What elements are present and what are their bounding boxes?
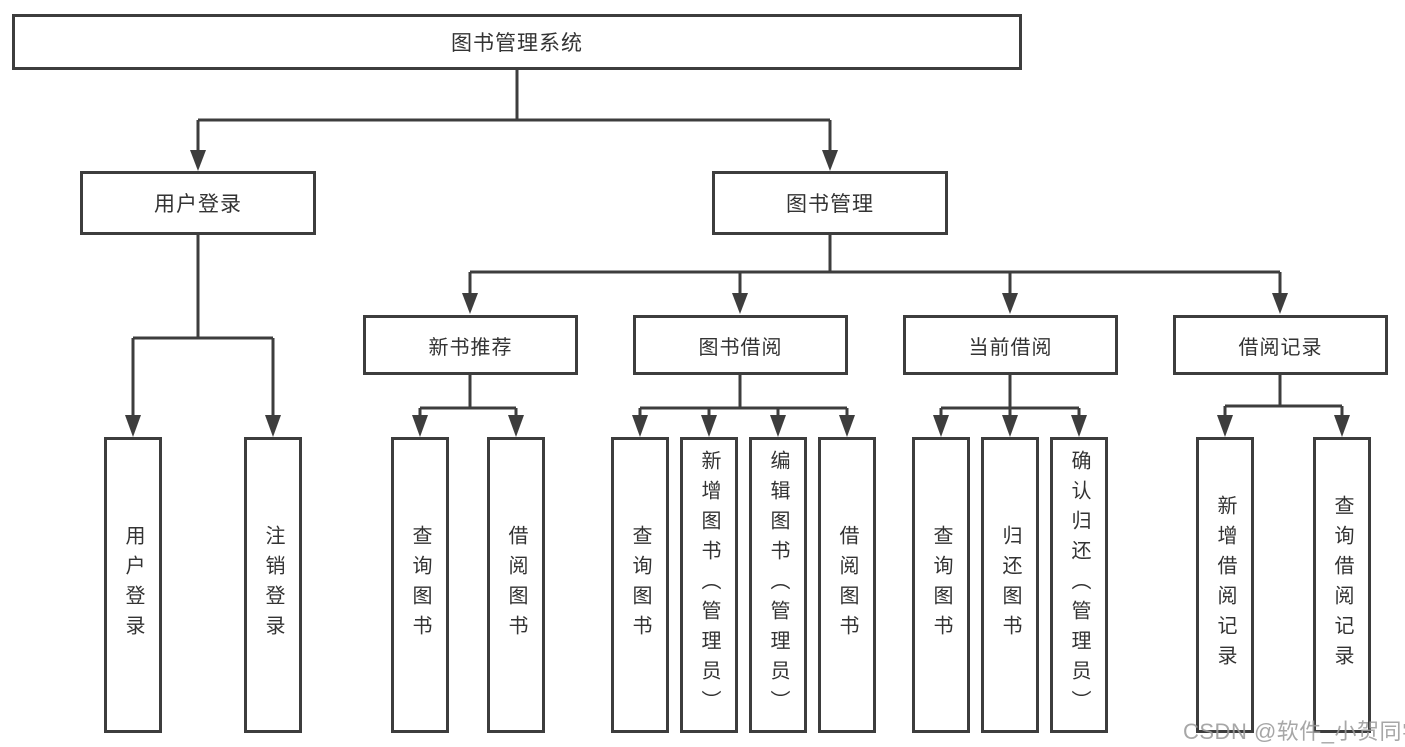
node-current-borrow: 当前借阅: [903, 315, 1118, 375]
node-label: 借阅图书: [836, 525, 858, 645]
node-label: 查询图书: [629, 525, 651, 645]
node-leaf-query-book-2: 查询图书: [611, 437, 669, 733]
node-label: 新书推荐: [428, 336, 513, 359]
node-label: 新增图书（管理员）: [698, 450, 720, 720]
node-leaf-user-login: 用户登录: [104, 437, 162, 733]
arrowheads-borrow-records-children: [1217, 415, 1350, 437]
node-label: 编辑图书（管理员）: [767, 450, 789, 720]
node-leaf-add-book-admin: 新增图书（管理员）: [680, 437, 738, 733]
arrowheads-level3: [462, 293, 1288, 314]
node-label: 归还图书: [999, 525, 1021, 645]
node-label: 用户登录: [154, 193, 242, 216]
connector-user-login-children: [131, 235, 275, 417]
node-label: 图书管理系统: [451, 32, 583, 55]
node-leaf-borrow-book-1: 借阅图书: [487, 437, 545, 733]
node-book-management: 图书管理: [712, 171, 948, 235]
node-label: 当前借阅: [968, 336, 1053, 359]
node-label: 借阅图书: [505, 525, 527, 645]
node-label: 图书借阅: [698, 336, 783, 359]
connector-book-mgmt-to-level3: [468, 235, 1282, 295]
csdn-watermark: CSDN @软件_小贺同学: [1183, 719, 1405, 744]
node-new-book-recommend: 新书推荐: [363, 315, 578, 375]
node-user-login-branch: 用户登录: [80, 171, 316, 235]
node-leaf-query-book-1: 查询图书: [391, 437, 449, 733]
node-leaf-add-borrow-record: 新增借阅记录: [1196, 437, 1254, 733]
node-leaf-return-book: 归还图书: [981, 437, 1039, 733]
node-leaf-confirm-return-admin: 确认归还（管理员）: [1050, 437, 1108, 733]
node-label: 用户登录: [122, 525, 144, 645]
node-label: 图书管理: [786, 193, 874, 216]
arrowheads-level2: [190, 150, 838, 171]
node-borrow-records: 借阅记录: [1173, 315, 1388, 375]
connector-root-to-level2: [196, 70, 832, 152]
node-leaf-logout: 注销登录: [244, 437, 302, 733]
node-label: 借阅记录: [1238, 336, 1323, 359]
node-leaf-edit-book-admin: 编辑图书（管理员）: [749, 437, 807, 733]
node-book-borrow: 图书借阅: [633, 315, 848, 375]
connector-borrow-records-children: [1223, 375, 1344, 417]
connector-book-borrow-children: [638, 375, 849, 417]
node-label: 查询借阅记录: [1331, 495, 1353, 675]
arrowheads-current-borrow-children: [933, 415, 1087, 437]
node-leaf-borrow-book-2: 借阅图书: [818, 437, 876, 733]
node-label: 确认归还（管理员）: [1068, 450, 1090, 720]
node-leaf-query-book-3: 查询图书: [912, 437, 970, 733]
arrowheads-user-login-children: [125, 415, 281, 437]
arrowheads-new-book-children: [412, 415, 524, 437]
node-label: 查询图书: [930, 525, 952, 645]
connector-current-borrow-children: [939, 375, 1081, 417]
node-label: 注销登录: [262, 525, 284, 645]
connector-new-book-children: [418, 375, 518, 417]
node-label: 查询图书: [409, 525, 431, 645]
node-library-management-system: 图书管理系统: [12, 14, 1022, 70]
node-leaf-query-borrow-record: 查询借阅记录: [1313, 437, 1371, 733]
node-label: 新增借阅记录: [1214, 495, 1236, 675]
arrowheads-book-borrow-children: [632, 415, 855, 437]
